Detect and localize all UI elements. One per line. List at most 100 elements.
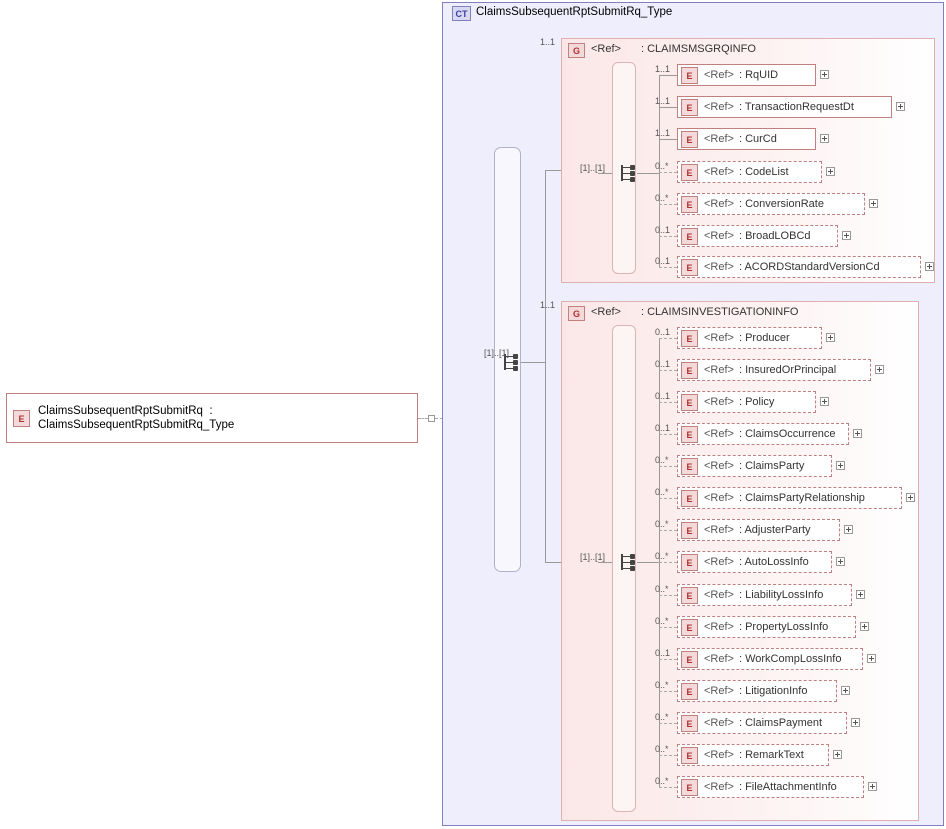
connector-group2-seq bbox=[598, 562, 612, 563]
expand-toggle-claimsoccurrence[interactable] bbox=[853, 429, 862, 438]
element-ref: <Ref> bbox=[704, 621, 734, 633]
element-icon: E bbox=[681, 393, 698, 411]
expand-toggle-propertylossinfo[interactable] bbox=[860, 622, 869, 631]
root-element-box[interactable]: E ClaimsSubsequentRptSubmitRq : ClaimsSu… bbox=[6, 393, 418, 443]
element-row-curcd[interactable]: E <Ref> : CurCd bbox=[677, 128, 816, 150]
expand-toggle-autolossinfo[interactable] bbox=[836, 557, 845, 566]
connector-g2-e13 bbox=[659, 755, 677, 756]
connector-group1-branch-stub bbox=[637, 173, 660, 174]
expand-toggle-acordstandardversioncd[interactable] bbox=[925, 262, 934, 271]
element-row-liabilitylossinfo[interactable]: E <Ref> : LiabilityLossInfo bbox=[677, 584, 852, 606]
element-ref: <Ref> bbox=[704, 492, 734, 504]
connector-g2-e11 bbox=[659, 691, 677, 692]
element-cardinality: 1..1 bbox=[655, 96, 671, 106]
element-row-transactionrequestdt[interactable]: E <Ref> : TransactionRequestDt bbox=[677, 96, 892, 118]
expand-toggle-insuredorprincipal[interactable] bbox=[875, 365, 884, 374]
element-icon: E bbox=[681, 618, 698, 636]
element-icon: E bbox=[681, 361, 698, 379]
element-cardinality: 0..* bbox=[655, 519, 669, 529]
element-name: : RqUID bbox=[738, 69, 779, 81]
element-cardinality: 0..* bbox=[655, 712, 669, 722]
expand-toggle-transactionrequestdt[interactable] bbox=[896, 102, 905, 111]
element-row-litigationinfo[interactable]: E <Ref> : LitigationInfo bbox=[677, 680, 837, 702]
element-ref: <Ref> bbox=[704, 428, 734, 440]
element-cardinality: 0..* bbox=[655, 776, 669, 786]
element-ref: <Ref> bbox=[704, 101, 734, 113]
element-cardinality: 0..* bbox=[655, 616, 669, 626]
element-row-propertylossinfo[interactable]: E <Ref> : PropertyLossInfo bbox=[677, 616, 856, 638]
element-ref: <Ref> bbox=[704, 524, 734, 536]
expand-toggle-claimspartyrelationship[interactable] bbox=[906, 493, 915, 502]
expand-toggle-rquid[interactable] bbox=[820, 70, 829, 79]
element-name: : AdjusterParty bbox=[738, 524, 811, 536]
expand-toggle-producer[interactable] bbox=[826, 333, 835, 342]
element-row-autolossinfo[interactable]: E <Ref> : AutoLossInfo bbox=[677, 551, 832, 573]
element-row-workcomplossinfo[interactable]: E <Ref> : WorkCompLossInfo bbox=[677, 648, 863, 670]
element-ref: <Ref> bbox=[704, 460, 734, 472]
connector-g2-e7 bbox=[659, 562, 677, 563]
element-ref: <Ref> bbox=[704, 133, 734, 145]
element-row-claimspayment[interactable]: E <Ref> : ClaimsPayment bbox=[677, 712, 847, 734]
element-cardinality: 0..* bbox=[655, 584, 669, 594]
element-ref: <Ref> bbox=[704, 69, 734, 81]
element-name: : ClaimsParty bbox=[738, 460, 805, 472]
element-cardinality: 0..1 bbox=[655, 423, 671, 433]
element-row-broadlobcd[interactable]: E <Ref> : BroadLOBCd bbox=[677, 225, 838, 247]
element-name: : ClaimsPartyRelationship bbox=[738, 492, 865, 504]
expand-toggle-claimsparty[interactable] bbox=[836, 461, 845, 470]
element-name: : CurCd bbox=[738, 133, 777, 145]
element-icon: E bbox=[681, 66, 698, 84]
expand-toggle-broadlobcd[interactable] bbox=[842, 231, 851, 240]
element-cardinality: 0..* bbox=[655, 193, 669, 203]
group-ref-2: <Ref> bbox=[591, 306, 621, 318]
expand-toggle-litigationinfo[interactable] bbox=[841, 686, 850, 695]
connector-g2-e4 bbox=[659, 466, 677, 467]
element-row-insuredorprincipal[interactable]: E <Ref> : InsuredOrPrincipal bbox=[677, 359, 871, 381]
expand-toggle-claimspayment[interactable] bbox=[851, 718, 860, 727]
element-icon: E bbox=[681, 227, 698, 245]
element-name: : CodeList bbox=[738, 166, 789, 178]
element-row-codelist[interactable]: E <Ref> : CodeList bbox=[677, 161, 822, 183]
group-name-2: : CLAIMSINVESTIGATIONINFO bbox=[641, 306, 799, 318]
element-row-acordstandardversioncd[interactable]: E <Ref> : ACORDStandardVersionCd bbox=[677, 256, 921, 278]
expand-toggle-adjusterparty[interactable] bbox=[844, 525, 853, 534]
element-row-fileattachmentinfo[interactable]: E <Ref> : FileAttachmentInfo bbox=[677, 776, 864, 798]
element-icon: E bbox=[681, 489, 698, 507]
expand-toggle-codelist[interactable] bbox=[826, 167, 835, 176]
element-icon: E bbox=[681, 553, 698, 571]
element-name: : AutoLossInfo bbox=[738, 556, 809, 568]
element-name: : PropertyLossInfo bbox=[738, 621, 829, 633]
expand-toggle-fileattachmentinfo[interactable] bbox=[868, 782, 877, 791]
element-ref: <Ref> bbox=[704, 685, 734, 697]
expand-toggle-policy[interactable] bbox=[820, 397, 829, 406]
element-name: : BroadLOBCd bbox=[738, 230, 811, 242]
group-name-1: : CLAIMSMSGRQINFO bbox=[641, 43, 756, 55]
connector-group1-seq bbox=[598, 173, 612, 174]
expand-toggle-conversionrate[interactable] bbox=[869, 199, 878, 208]
expand-toggle-workcomplossinfo[interactable] bbox=[867, 654, 876, 663]
expand-toggle-root[interactable] bbox=[428, 415, 435, 422]
element-row-claimsoccurrence[interactable]: E <Ref> : ClaimsOccurrence bbox=[677, 423, 849, 445]
element-cardinality: 0..* bbox=[655, 744, 669, 754]
sequence-icon-group2 bbox=[621, 553, 637, 571]
element-row-producer[interactable]: E <Ref> : Producer bbox=[677, 327, 822, 349]
element-name: : TransactionRequestDt bbox=[738, 101, 854, 113]
expand-toggle-remarktext[interactable] bbox=[833, 750, 842, 759]
element-row-adjusterparty[interactable]: E <Ref> : AdjusterParty bbox=[677, 519, 840, 541]
element-row-claimsparty[interactable]: E <Ref> : ClaimsParty bbox=[677, 455, 832, 477]
group-cardinality-1: 1..1 bbox=[540, 37, 556, 47]
group-ref-1: <Ref> bbox=[591, 43, 621, 55]
element-row-policy[interactable]: E <Ref> : Policy bbox=[677, 391, 816, 413]
element-row-rquid[interactable]: E <Ref> : RqUID bbox=[677, 64, 816, 86]
element-name: : Policy bbox=[738, 396, 775, 408]
element-ref: <Ref> bbox=[704, 717, 734, 729]
group1-inner-cardinality: [1]..[1] bbox=[580, 163, 606, 173]
element-row-claimspartyrelationship[interactable]: E <Ref> : ClaimsPartyRelationship bbox=[677, 487, 902, 509]
connector-g1-e5 bbox=[659, 236, 677, 237]
expand-toggle-liabilitylossinfo[interactable] bbox=[856, 590, 865, 599]
element-ref: <Ref> bbox=[704, 781, 734, 793]
element-row-conversionrate[interactable]: E <Ref> : ConversionRate bbox=[677, 193, 865, 215]
connector-root-to-type-2 bbox=[435, 418, 443, 419]
element-row-remarktext[interactable]: E <Ref> : RemarkText bbox=[677, 744, 829, 766]
expand-toggle-curcd[interactable] bbox=[820, 134, 829, 143]
